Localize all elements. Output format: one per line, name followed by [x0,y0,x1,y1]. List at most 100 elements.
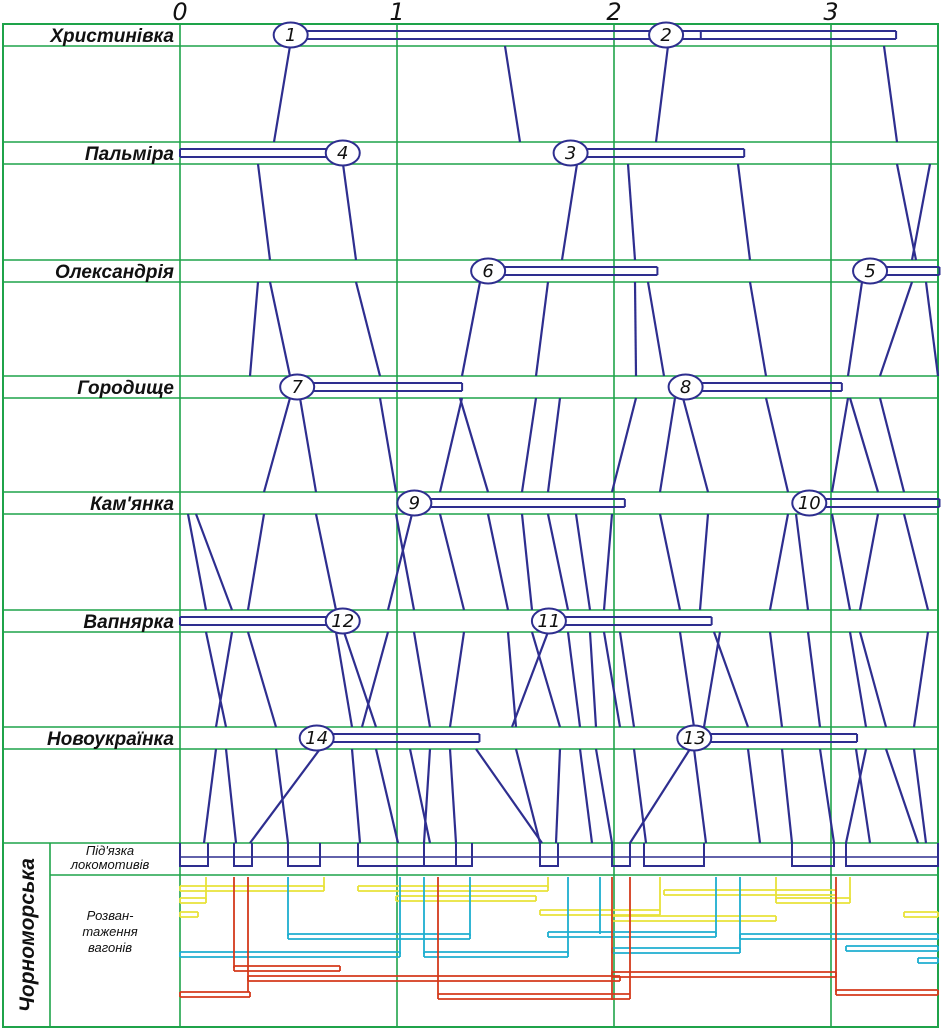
train-path [534,281,550,377]
train-path [274,748,290,844]
train-path [764,397,790,493]
train-path [506,631,518,728]
train-path [658,397,677,493]
train-number-label: 9 [409,493,420,514]
train-number-circle [298,724,335,752]
train-number-label: 13 [683,728,706,749]
train-path [246,631,278,728]
train-path [514,748,542,844]
train-path [408,748,432,844]
train-path [510,631,550,728]
train-path [574,513,592,611]
train-path [626,163,637,261]
unload-row-label: таження [82,924,137,939]
train-path [806,631,822,728]
train-path [566,631,582,728]
train-number-label: 11 [537,611,560,632]
train-number-circle [667,373,704,401]
train-number-circle [470,257,507,285]
train-path [530,631,562,728]
train-path [848,397,880,493]
loco-row-label: локомотивів [70,857,150,872]
train-path [214,631,234,728]
train-path [460,281,482,377]
train-path [546,397,562,493]
train-path [412,631,432,728]
train-number-label: 1 [285,25,296,46]
train-path [560,163,579,261]
train-path [854,748,872,844]
train-path [262,397,292,493]
train-path [712,631,750,728]
train-path [646,281,666,377]
train-path [342,631,378,728]
train-number-circle [791,489,828,517]
train-number-circle [648,21,685,49]
train-path [848,631,868,728]
train-path [194,513,234,611]
train-number-circle [676,724,713,752]
train-path [594,748,614,844]
loco-loop [233,843,253,867]
train-number-circle [852,257,889,285]
train-path [378,397,398,493]
train-path [830,513,852,611]
train-path [503,45,522,143]
station-name: Вапнярка [83,612,174,633]
train-number-circle [552,139,589,167]
train-path [702,631,722,728]
train-path [438,513,466,611]
train-path [780,748,794,844]
train-paths-layer [179,30,941,867]
train-path [902,513,930,611]
train-path [618,631,636,728]
train-path [394,513,416,611]
terminal-station-name: Чорноморська [16,858,39,1012]
unload-row-label: Розван- [87,908,135,923]
train-path [846,281,864,377]
train-path [912,631,930,728]
train-path [458,397,490,493]
train-path [554,748,562,844]
train-number-label: 7 [291,377,303,398]
train-path [884,748,920,844]
train-path [681,397,710,493]
train-number-label: 10 [798,493,821,514]
station-name: Кам'янка [90,494,174,515]
train-number-circle [324,139,361,167]
train-path [341,163,358,261]
train-path [588,631,598,728]
train-path [374,748,400,844]
station-name: Новоукраїнка [47,729,174,750]
loco-row-label: Під'язка [86,843,134,858]
loco-loop [287,843,321,867]
train-path [895,163,918,261]
loco-loop [179,843,209,867]
train-path [818,748,836,844]
train-number-label: 14 [305,728,328,749]
train-path [248,281,260,377]
train-path [350,748,362,844]
train-number-label: 6 [482,261,493,282]
train-path [698,513,710,611]
loco-loop [845,843,939,867]
train-path [692,748,708,844]
train-path [486,513,510,611]
grid-layer [2,23,939,1028]
hour-label: 3 [823,0,838,26]
train-number-label: 8 [680,377,691,398]
train-path [520,397,538,493]
train-path [546,513,570,611]
train-path [334,631,354,728]
train-path [246,513,266,611]
train-number-label: 12 [331,611,354,632]
station-name: Городище [77,378,174,399]
train-path [746,748,762,844]
train-number-label: 4 [337,143,348,164]
train-path [610,397,638,493]
train-number-label: 5 [864,261,875,282]
train-path [360,631,390,728]
train-path [768,631,784,728]
